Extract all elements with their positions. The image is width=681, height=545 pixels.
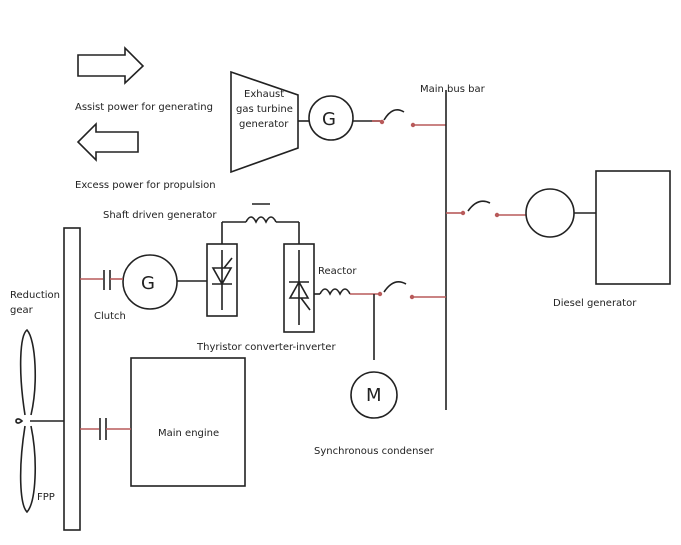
synchronous-condenser-label: Synchronous condenser xyxy=(314,446,435,457)
clutch-label: Clutch xyxy=(94,311,126,322)
reactor-label: Reactor xyxy=(318,266,357,277)
switch-icon xyxy=(467,200,491,212)
diesel-generator-circle xyxy=(525,188,575,238)
left-arrow-icon xyxy=(76,122,139,162)
fpp-label: FPP xyxy=(37,492,55,503)
main-engine xyxy=(130,357,246,487)
exhaust-label-1: Exhaust xyxy=(244,89,284,100)
switch-icon xyxy=(383,109,405,121)
diesel-generator-label: Diesel generator xyxy=(553,298,637,309)
exhaust-generator-circle xyxy=(308,95,354,141)
exhaust-gas-turbine xyxy=(230,70,299,174)
exhaust-label-3: generator xyxy=(239,119,289,130)
main-engine-label: Main engine xyxy=(158,428,219,439)
reduction-label-2: gear xyxy=(10,305,34,316)
reduction-gear xyxy=(63,227,81,531)
inductor-icon xyxy=(245,216,277,224)
motor-symbol: M xyxy=(366,385,382,406)
shaft-generator-symbol: G xyxy=(141,273,155,294)
synchronous-condenser-circle xyxy=(350,371,398,419)
shaft-generator-label: Shaft driven generator xyxy=(103,210,217,221)
assist-power-label: Assist power for generating xyxy=(75,102,213,113)
reduction-label-1: Reduction xyxy=(10,290,60,301)
excess-power-label: Excess power for propulsion xyxy=(75,180,216,191)
reactor-inductor-icon xyxy=(319,288,351,296)
propeller-icon xyxy=(15,328,37,514)
exhaust-generator-symbol: G xyxy=(322,109,336,130)
main-bus-bar-label: Main bus bar xyxy=(420,84,486,95)
exhaust-label-2: gas turbine xyxy=(236,104,293,115)
right-arrow-icon xyxy=(77,46,145,85)
diesel-engine-box xyxy=(595,170,671,285)
switch-icon xyxy=(383,281,407,293)
thyristor-label: Thyristor converter-inverter xyxy=(196,342,336,353)
shaft-generator-circle xyxy=(122,254,178,310)
